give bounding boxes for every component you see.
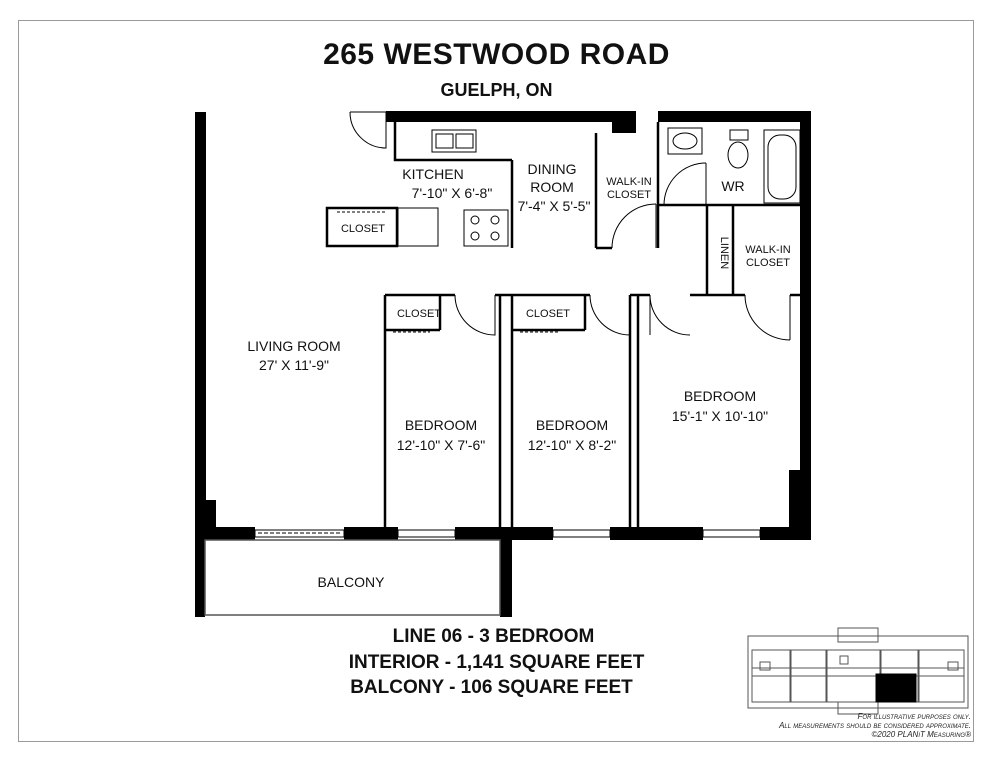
stove-icon	[463, 209, 509, 247]
toilet-icon	[727, 141, 749, 169]
wr-name: WR	[721, 178, 744, 194]
window-bedroom-1	[397, 529, 456, 538]
city-subtitle: GUELPH, ON	[440, 80, 553, 100]
toilet-tank-icon	[729, 129, 749, 141]
bedroom3-dims: 15'-1" X 10'-10"	[672, 408, 768, 424]
dining-name-2: ROOM	[530, 179, 574, 195]
entry-door	[349, 111, 387, 149]
room-labels: KITCHEN 7'-10" X 6'-8" DINING ROOM 7'-4"…	[247, 161, 790, 590]
bedroom3-door	[649, 294, 691, 336]
disclaimer-line-2: All measurements should be considered ap…	[779, 721, 971, 730]
disclaimer: For illustrative purposes only. All meas…	[779, 712, 971, 739]
walkin2-line1: WALK-IN	[745, 244, 790, 256]
wall-south-1	[195, 527, 255, 540]
wall-south-5	[760, 527, 810, 540]
wall-north-center	[386, 111, 632, 122]
interior-walls	[325, 122, 800, 527]
wall-east	[800, 111, 811, 540]
bedroom1-dims: 12'-10" X 7'-6"	[397, 437, 485, 453]
page-border	[18, 20, 974, 742]
wall-west	[195, 112, 206, 540]
unit-location-marker	[875, 673, 917, 703]
balcony-outline	[204, 539, 501, 616]
bedroom2-dims: 12'-10" X 8'-2"	[528, 437, 616, 453]
bedroom1-door	[454, 294, 496, 336]
closet-bed1-name: CLOSET	[397, 308, 441, 320]
kitchen-sink-icon	[431, 129, 477, 153]
bathroom-sink-icon	[667, 127, 703, 155]
fixtures	[397, 127, 801, 247]
window-bedroom-3	[702, 529, 761, 538]
wall-north-east	[658, 111, 810, 122]
key-plan	[747, 627, 969, 715]
walkin2-line2: CLOSET	[746, 257, 790, 269]
dining-name-1: DINING	[528, 161, 577, 177]
disclaimer-line-1: For illustrative purposes only.	[857, 712, 971, 721]
walkin1-line1: WALK-IN	[606, 176, 651, 188]
address-title: 265 WESTWOOD ROAD	[323, 38, 670, 71]
doors	[258, 111, 791, 534]
wall-balcony-west	[195, 527, 205, 617]
wall-south-4	[610, 527, 703, 540]
fridge-icon	[397, 207, 439, 247]
balcony-name: BALCONY	[318, 574, 386, 590]
bathtub-icon	[763, 129, 801, 204]
wall-east-block	[789, 470, 811, 540]
linen-name: LINEN	[718, 237, 730, 269]
wr-door	[663, 162, 707, 206]
disclaimer-line-3: ©2020 PLANiT Measuring®	[871, 730, 972, 739]
window-living	[254, 529, 345, 538]
closet-kitchen-name: CLOSET	[341, 223, 385, 235]
kitchen-name: KITCHEN	[402, 166, 463, 182]
walkin1-line2: CLOSET	[607, 189, 651, 201]
summary-layout: LINE 06 - 3 BEDROOM	[392, 626, 595, 647]
bedroom2-name: BEDROOM	[536, 417, 608, 433]
living-dims: 27' X 11'-9"	[259, 357, 329, 373]
dining-dims: 7'-4" X 5'-5"	[518, 198, 591, 214]
exterior-walls	[195, 111, 811, 617]
bedroom3-name: BEDROOM	[684, 388, 756, 404]
wall-sw-block	[206, 500, 216, 527]
bedroom1-name: BEDROOM	[405, 417, 477, 433]
closet-bed2-name: CLOSET	[526, 308, 570, 320]
summary-balcony-area: BALCONY - 106 SQUARE FEET	[350, 677, 633, 698]
walkin2-door	[744, 294, 791, 341]
summary-interior-area: INTERIOR - 1,141 SQUARE FEET	[348, 652, 645, 673]
wall-balcony-east	[500, 527, 512, 617]
living-name: LIVING ROOM	[247, 338, 340, 354]
windows	[254, 529, 761, 538]
wall-north-block	[612, 111, 636, 133]
kitchen-counter-wall	[393, 122, 512, 162]
bedroom2-door	[589, 294, 631, 336]
kitchen-dims: 7'-10" X 6'-8"	[412, 185, 493, 201]
walkin-door	[611, 203, 657, 249]
key-plan-frame	[747, 635, 969, 709]
window-bedroom-2	[552, 529, 611, 538]
wall-south-2	[344, 527, 398, 540]
